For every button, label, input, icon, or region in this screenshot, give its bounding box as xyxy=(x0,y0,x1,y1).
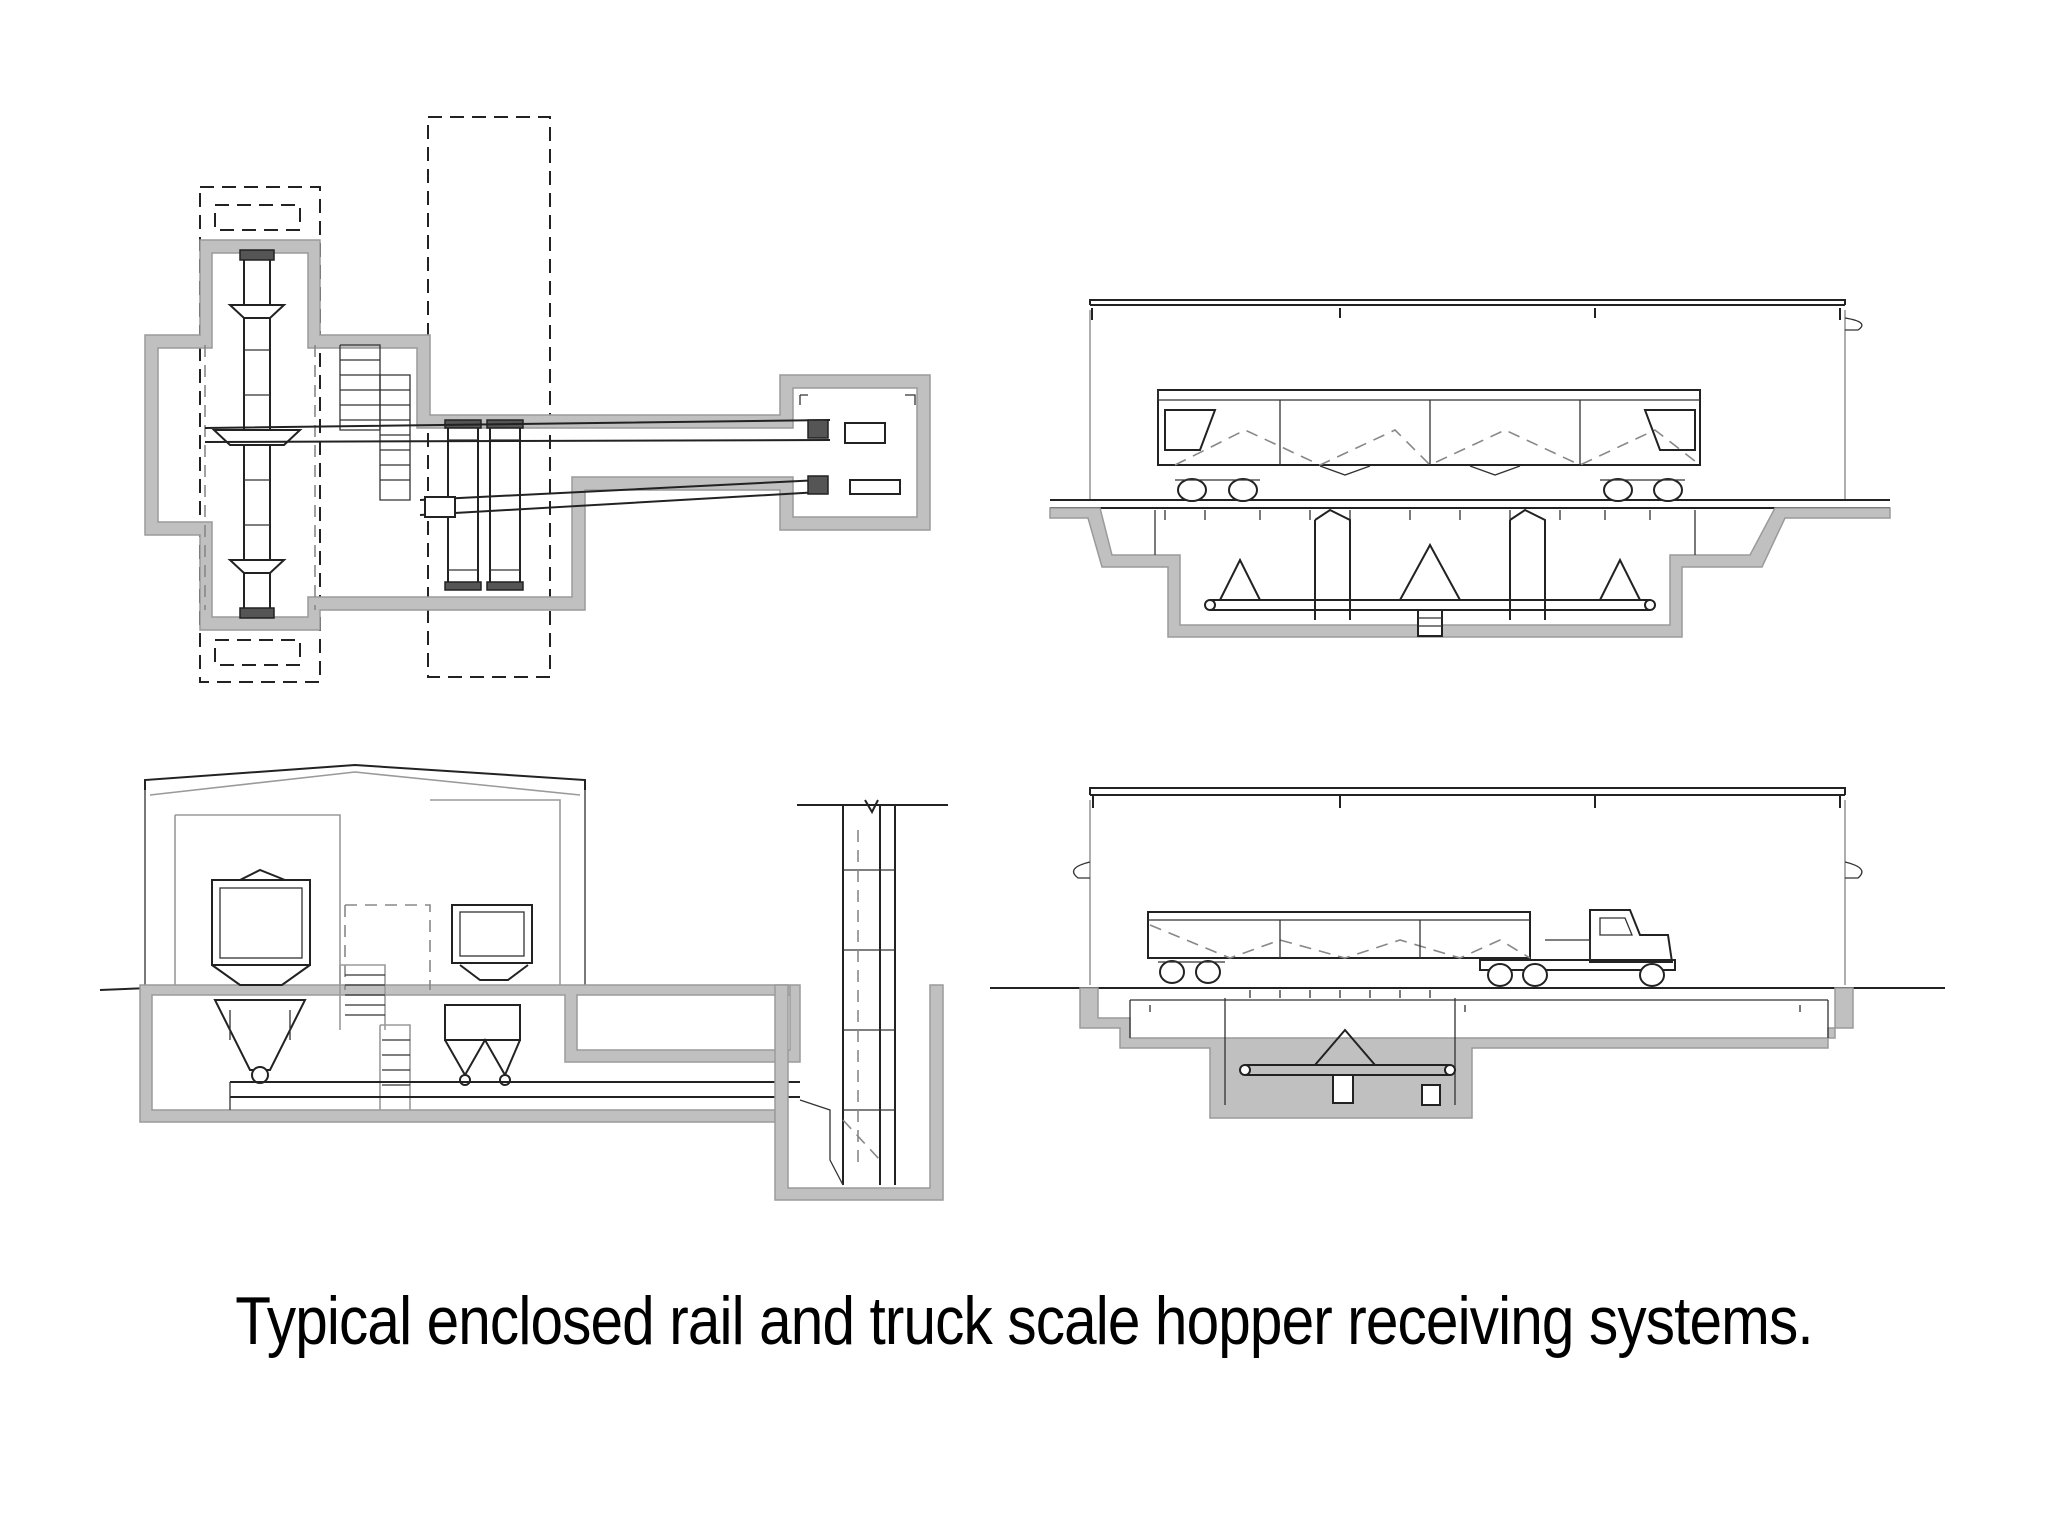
plan-conveyors xyxy=(204,419,831,518)
plan-rail-hopper-column xyxy=(211,249,303,619)
plan-right-structure xyxy=(799,394,916,495)
elevator-stairs xyxy=(339,904,431,1110)
bucket-elevator xyxy=(774,799,948,1201)
rail-pit-hoppers xyxy=(1204,508,1656,637)
rail-hopper-car xyxy=(1157,389,1701,502)
elevator-section-view xyxy=(99,763,948,1201)
plan-stairs xyxy=(339,344,411,501)
elevator-left-hopper xyxy=(211,868,311,1084)
elevator-boot-pit xyxy=(774,984,944,1201)
truck-trailer xyxy=(1147,911,1531,984)
elevator-right-hopper xyxy=(444,904,533,1086)
truck-pit-wall xyxy=(1079,987,1854,1119)
rail-section-view xyxy=(1049,299,1891,638)
truck-tractor xyxy=(1479,909,1676,987)
plan-view xyxy=(144,116,931,683)
rail-pit-wall xyxy=(1049,507,1891,638)
truck-pit-hopper xyxy=(1224,998,1456,1106)
plan-hopper-units xyxy=(444,419,524,591)
truck-section-view xyxy=(990,787,1945,1119)
figure-caption: Typical enclosed rail and truck scale ho… xyxy=(235,1283,1813,1359)
